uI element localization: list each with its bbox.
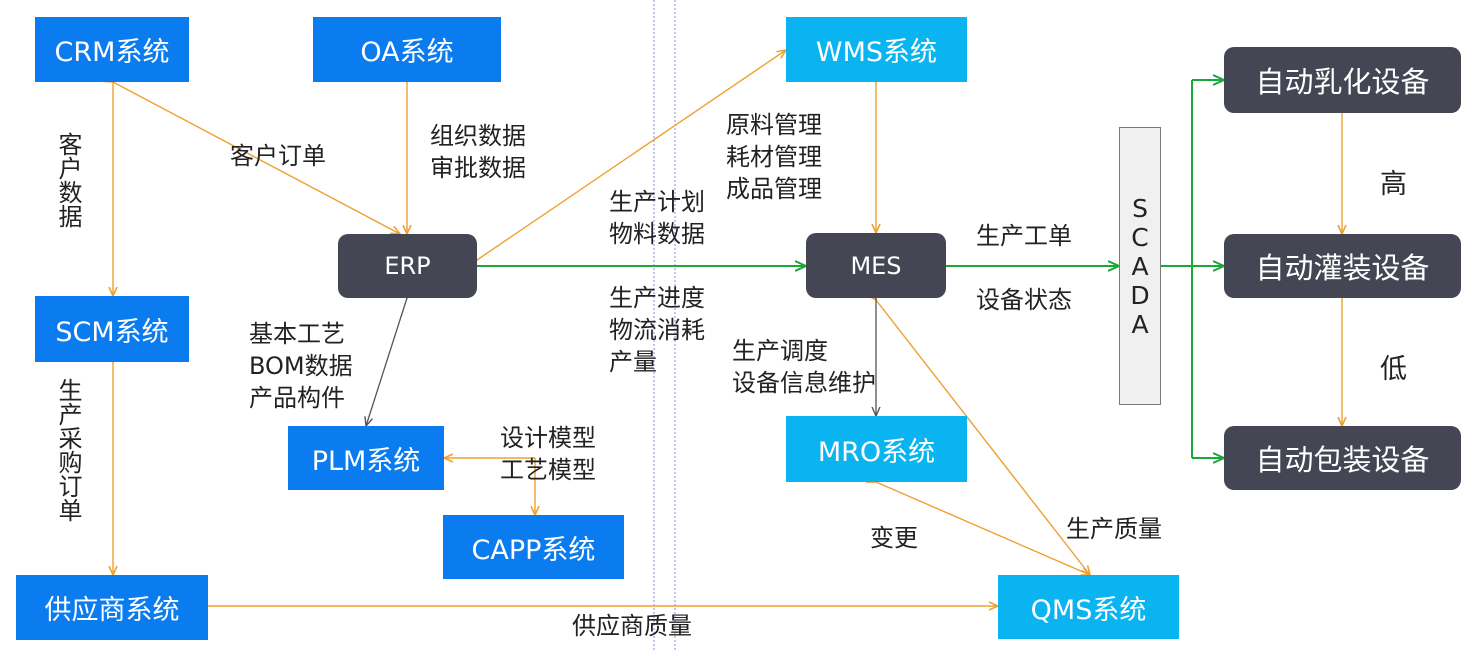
emulsify-equipment-box: 自动乳化设备 [1224, 47, 1461, 113]
label-production-quality: 生产质量 [1066, 515, 1162, 543]
label-production-purchase-order: 生产采购订单 [54, 378, 82, 522]
label-org-approval-data: 组织数据 审批数据 [430, 122, 526, 182]
label-customer-order: 客户订单 [230, 142, 326, 170]
label-plan-material: 生产计划 物料数据 [609, 188, 705, 248]
capp-system-box: CAPP系统 [443, 515, 624, 579]
mes-box: MES [806, 233, 946, 298]
qms-system-box: QMS系统 [998, 575, 1179, 639]
label-work-order: 生产工单 [976, 222, 1072, 250]
label-design-model: 设计模型 工艺模型 [500, 424, 596, 484]
link-mro-qms [876, 482, 1090, 575]
crm-system-box: CRM系统 [35, 17, 189, 82]
packing-equipment-box: 自动包装设备 [1224, 426, 1461, 490]
label-level-low: 低 [1380, 354, 1407, 385]
label-dispatch: 生产调度 设备信息维护 [732, 337, 876, 397]
label-bom-data: 基本工艺 BOM数据 产品构件 [249, 320, 353, 412]
link-erp-wms [477, 50, 786, 260]
link-erp-plm [366, 298, 407, 426]
filling-equipment-box: 自动灌装设备 [1224, 234, 1461, 298]
label-device-status: 设备状态 [976, 286, 1072, 314]
supplier-system-box: 供应商系统 [16, 575, 208, 640]
label-wms-management: 原料管理 耗材管理 成品管理 [726, 111, 822, 203]
plm-system-box: PLM系统 [288, 426, 444, 490]
scm-system-box: SCM系统 [35, 296, 189, 362]
label-customer-data: 客户数据 [54, 132, 82, 228]
wms-system-box: WMS系统 [786, 17, 967, 82]
oa-system-box: OA系统 [313, 17, 501, 82]
erp-box: ERP [338, 234, 477, 298]
label-level-high: 高 [1380, 169, 1407, 200]
scada-box: SCADA [1119, 127, 1161, 405]
link-crm-erp [113, 82, 400, 234]
mro-system-box: MRO系统 [786, 416, 967, 482]
label-supplier-quality: 供应商质量 [572, 612, 692, 640]
label-progress: 生产进度 物流消耗 产量 [609, 284, 705, 376]
label-change: 变更 [870, 524, 918, 552]
